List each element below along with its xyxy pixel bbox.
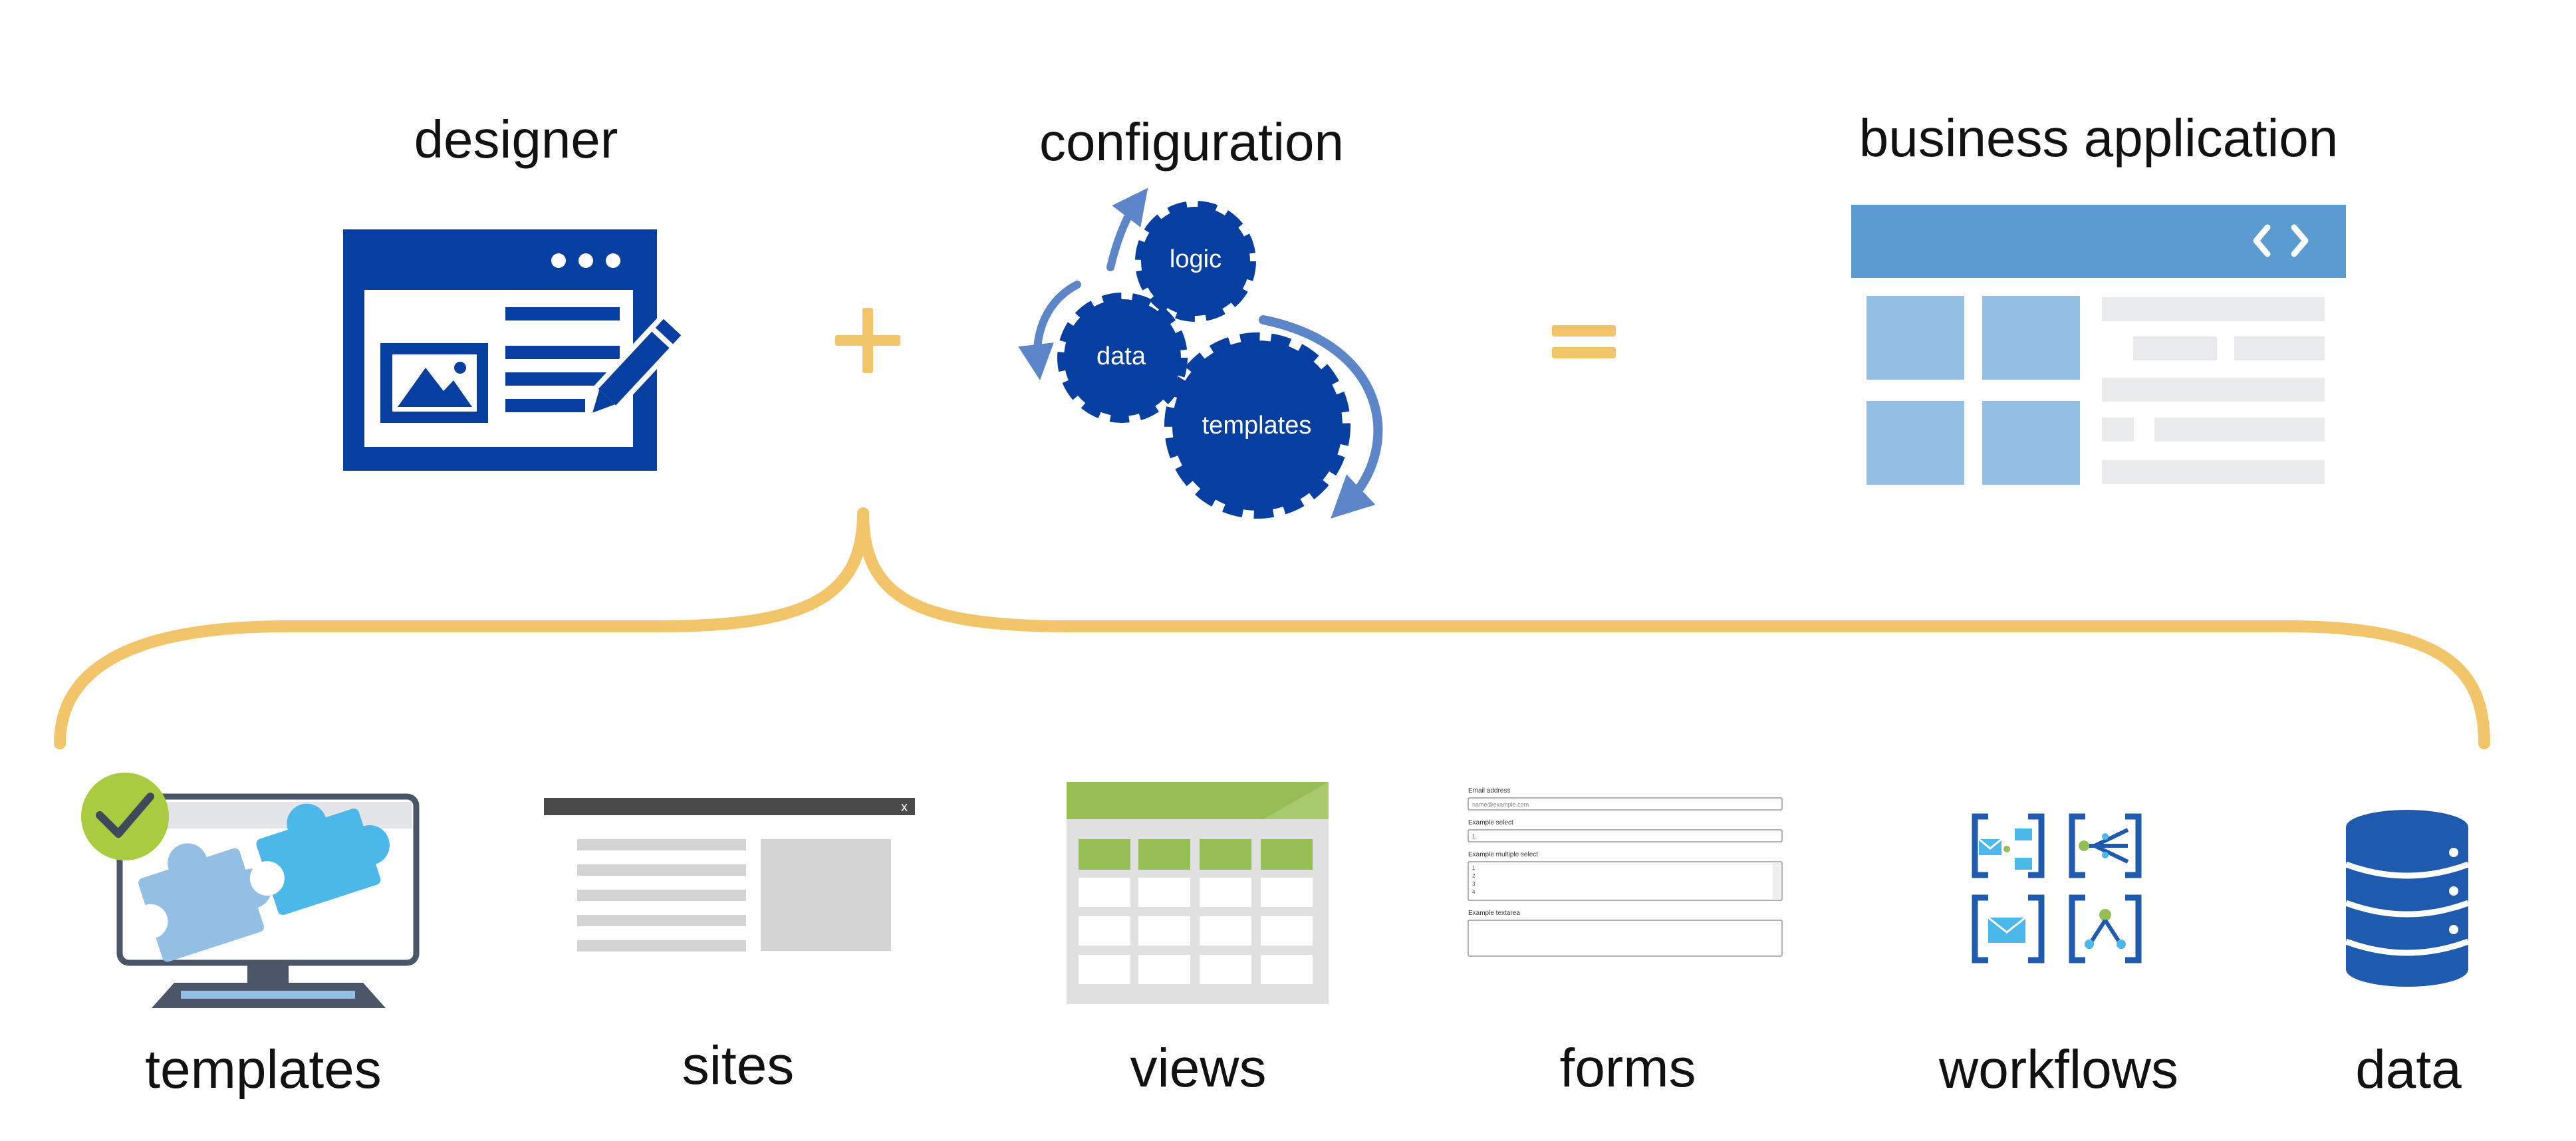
- component-label-forms: forms: [1559, 1038, 1696, 1098]
- component-label-workflows: workflows: [1939, 1039, 2178, 1100]
- component-label-data: data: [2355, 1039, 2462, 1100]
- sites-icon: x: [544, 798, 915, 951]
- designer-label: designer: [414, 110, 618, 169]
- workflows-icon: [1972, 813, 2142, 963]
- form-multiselect-option: 1: [1472, 865, 1476, 871]
- component-label-sites: sites: [682, 1035, 795, 1096]
- check-badge-icon: [81, 773, 169, 860]
- form-select-value: 1: [1472, 833, 1476, 840]
- close-icon: x: [901, 800, 908, 815]
- code-brackets-icon: [2253, 224, 2271, 257]
- cycle-arrow-icon: [1106, 188, 1148, 271]
- gear-logic: [1135, 201, 1256, 322]
- business-application-label: business application: [1859, 108, 2339, 168]
- gear-logic-label: logic: [1170, 245, 1222, 273]
- form-email-label: Email address: [1468, 787, 1510, 795]
- database-icon: [2345, 810, 2470, 987]
- gear-data: [1057, 293, 1188, 423]
- designer-icon: [343, 229, 689, 471]
- form-multiselect-option: 2: [1472, 873, 1476, 879]
- form-multiselect-option: 4: [1472, 889, 1476, 895]
- component-label-views: views: [1130, 1038, 1267, 1098]
- configuration-gears: logic data templates: [1018, 188, 1383, 519]
- form-select-label: Example select: [1468, 819, 1513, 826]
- templates-icon: [81, 773, 420, 1008]
- gear-templates-label: templates: [1202, 412, 1312, 440]
- form-textarea-label: Example textarea: [1468, 910, 1520, 917]
- configuration-label: configuration: [1039, 112, 1345, 172]
- form-multiselect-option: 3: [1472, 881, 1476, 887]
- form-email-value: name@example.com: [1472, 801, 1529, 808]
- gear-data-label: data: [1096, 342, 1146, 370]
- cycle-arrow-icon: [1259, 315, 1383, 519]
- cycle-arrow-icon: [1018, 281, 1081, 380]
- form-multiselect-label: Example multiple select: [1468, 851, 1538, 858]
- grouping-brace: [54, 507, 2490, 749]
- business-application-icon: [1851, 205, 2346, 485]
- views-icon: [1067, 782, 1329, 1004]
- equals-icon: [1552, 325, 1616, 358]
- gear-templates: [1164, 332, 1351, 519]
- component-label-templates: templates: [145, 1039, 382, 1100]
- plus-icon: [835, 308, 900, 373]
- forms-icon: Email address name@example.com Example s…: [1468, 787, 1783, 957]
